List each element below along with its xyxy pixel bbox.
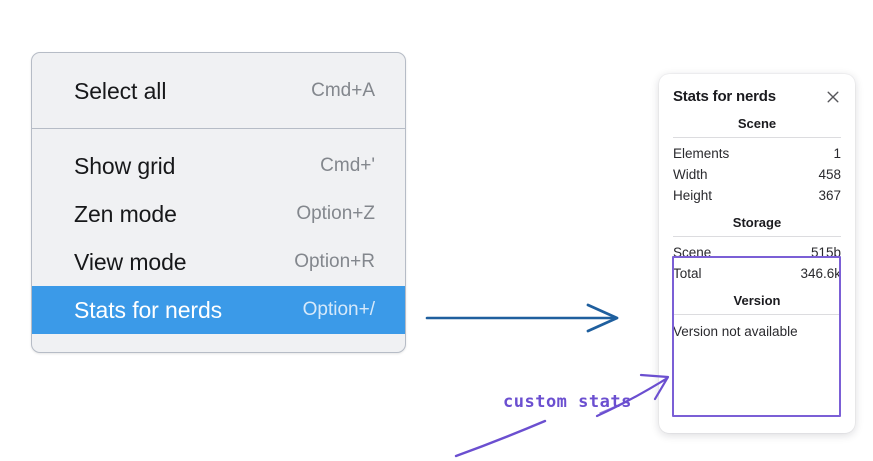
custom-stats-annotation-label: custom stats xyxy=(503,392,632,412)
section-divider xyxy=(673,314,841,315)
menu-item-label: Show grid xyxy=(74,152,176,179)
section-title-scene: Scene xyxy=(737,116,777,131)
stat-row-storage-scene: Scene 515b xyxy=(673,242,841,263)
section-divider xyxy=(673,236,841,237)
stat-key: Height xyxy=(673,188,713,203)
menu-item-label: Select all xyxy=(74,77,167,104)
stats-panel-header: Stats for nerds xyxy=(659,74,855,107)
menu-group-2: Show grid Cmd+' Zen mode Option+Z View m… xyxy=(32,129,405,352)
stats-for-nerds-panel: Stats for nerds Scene Elements 1 Width 4… xyxy=(659,74,855,433)
version-note: Version not available xyxy=(673,324,798,339)
stats-panel-body: Scene Elements 1 Width 458 Height 367 St… xyxy=(659,107,855,341)
stat-row-height: Height 367 xyxy=(673,185,841,206)
stat-value: 367 xyxy=(818,188,841,203)
menu-item-view-mode[interactable]: View mode Option+R xyxy=(32,238,405,286)
purple-underline-stroke xyxy=(454,419,547,458)
menu-item-shortcut: Cmd+' xyxy=(320,155,375,176)
blue-arrow xyxy=(425,303,619,333)
stat-row-width: Width 458 xyxy=(673,164,841,185)
stat-key: Width xyxy=(673,167,708,182)
stat-row-storage-total: Total 346.6k xyxy=(673,263,841,284)
context-menu[interactable]: Select all Cmd+A Show grid Cmd+' Zen mod… xyxy=(31,52,406,353)
menu-item-shortcut: Option+/ xyxy=(302,299,375,320)
menu-item-select-all[interactable]: Select all Cmd+A xyxy=(32,67,405,115)
stat-row-elements: Elements 1 xyxy=(673,143,841,164)
menu-item-label: Zen mode xyxy=(74,200,177,227)
stat-value: 458 xyxy=(818,167,841,182)
menu-separator xyxy=(32,128,405,129)
menu-item-stats-for-nerds[interactable]: Stats for nerds Option+/ xyxy=(32,286,405,334)
stat-value: 346.6k xyxy=(800,266,841,281)
section-title-version: Version xyxy=(733,293,781,308)
stats-panel-title: Stats for nerds xyxy=(673,88,776,105)
section-title-storage: Storage xyxy=(732,215,782,230)
stat-key: Scene xyxy=(673,245,712,260)
menu-item-label: View mode xyxy=(74,248,187,275)
menu-item-label: Stats for nerds xyxy=(74,296,223,323)
menu-item-shortcut: Option+Z xyxy=(296,203,375,224)
section-divider xyxy=(673,137,841,138)
close-icon[interactable] xyxy=(825,89,841,105)
menu-item-shortcut: Option+R xyxy=(294,251,375,272)
stat-key: Total xyxy=(673,266,702,281)
stat-value: 515b xyxy=(810,245,841,260)
stat-value: 1 xyxy=(833,146,841,161)
menu-item-show-grid[interactable]: Show grid Cmd+' xyxy=(32,142,405,190)
menu-item-shortcut: Cmd+A xyxy=(311,80,375,101)
menu-group-1: Select all Cmd+A xyxy=(32,53,405,128)
stat-key: Elements xyxy=(673,146,730,161)
menu-item-zen-mode[interactable]: Zen mode Option+Z xyxy=(32,190,405,238)
